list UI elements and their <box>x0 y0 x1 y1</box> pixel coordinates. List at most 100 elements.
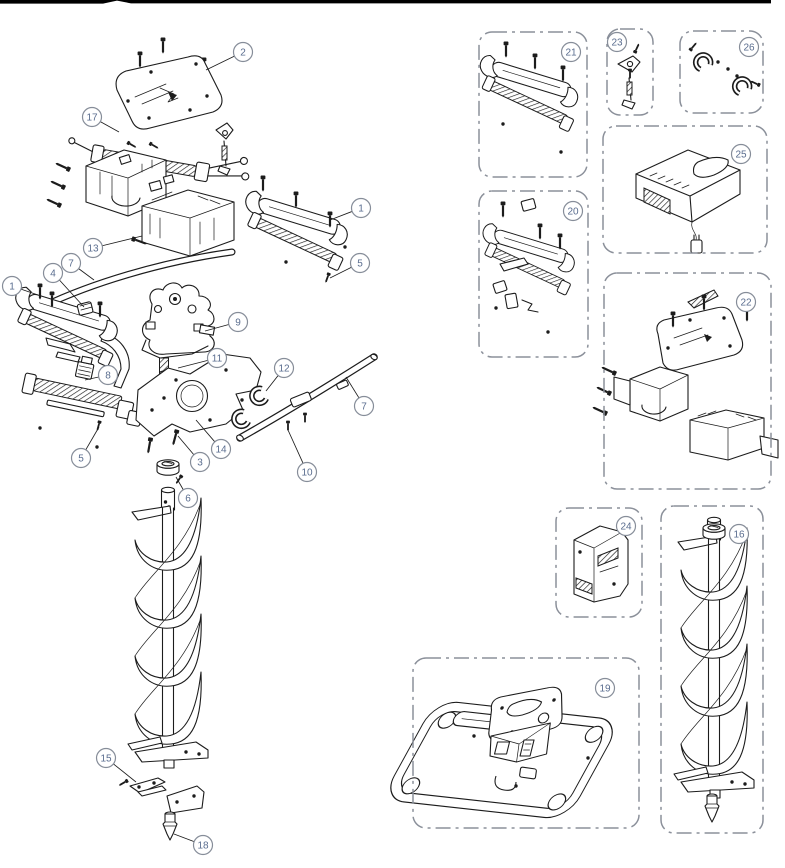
group-box-19 <box>412 657 640 829</box>
callout-circle-8 <box>97 364 119 386</box>
callout-circle-1 <box>350 197 372 219</box>
callout-number-24: 24 <box>620 522 632 533</box>
group-22-housing-assembly <box>591 289 779 461</box>
callout-number-3: 3 <box>197 458 203 469</box>
top-cover-plate-part-2 <box>115 37 223 130</box>
leader-line-15 <box>113 763 137 783</box>
callout-circle-1 <box>1 275 23 297</box>
leader-line-10 <box>287 429 304 464</box>
callout-circle-13 <box>82 237 104 259</box>
callout-circle-10 <box>296 461 318 483</box>
leader-line-13 <box>102 235 143 247</box>
callout-6: 6 <box>175 476 199 509</box>
callout-number-10: 10 <box>301 468 313 479</box>
callout-5: 5 <box>329 252 371 279</box>
callout-number-7: 7 <box>361 402 367 413</box>
housing-upper-half-part-13 <box>45 149 167 217</box>
callout-number-23: 23 <box>611 38 623 49</box>
callout-circle-21 <box>560 41 582 63</box>
group-box-26 <box>679 30 764 114</box>
grip-bend <box>100 333 130 389</box>
switch-part-8 <box>74 355 95 380</box>
callout-number-16: 16 <box>733 530 745 541</box>
blade-guard-plate <box>166 785 205 814</box>
leader-line-4 <box>59 279 85 308</box>
callout-circle-2 <box>232 41 254 63</box>
callout-number-20: 20 <box>567 207 579 218</box>
callout-circle-12 <box>273 357 295 379</box>
callout-number-25: 25 <box>735 150 747 161</box>
callout-15: 15 <box>95 747 137 783</box>
leader-line-17 <box>100 121 120 133</box>
callout-10: 10 <box>287 429 318 483</box>
leader-line-9 <box>204 324 229 332</box>
centering-point-part-18 <box>162 811 178 841</box>
callout-7: 7 <box>60 252 95 281</box>
group-22-right-housing <box>689 409 779 461</box>
callout-number-18: 18 <box>197 841 209 852</box>
callout-number-7: 7 <box>68 259 74 270</box>
callout-number-17: 17 <box>86 113 98 124</box>
auger-bit-main <box>128 487 208 768</box>
callout-circle-17 <box>81 106 103 128</box>
callout-2: 2 <box>205 41 254 71</box>
group-22-left-housing <box>613 366 689 422</box>
callout-number-13: 13 <box>87 244 99 255</box>
callout-3: 3 <box>177 435 211 473</box>
leader-line-2 <box>205 55 235 71</box>
header-bar <box>0 0 771 4</box>
callout-circle-3 <box>189 451 211 473</box>
callout-number-21: 21 <box>565 48 577 59</box>
callout-number-5: 5 <box>78 454 84 465</box>
group-23-latch-kit <box>617 42 641 110</box>
callout-number-1: 1 <box>9 282 15 293</box>
leader-line-14 <box>195 419 216 443</box>
callout-5: 5 <box>70 426 100 469</box>
gearbox-part-9 <box>141 282 216 359</box>
callout-number-2: 2 <box>240 48 246 59</box>
drive-collar-part-6 <box>156 459 184 485</box>
leader-line-6 <box>175 476 184 490</box>
leader-line-7 <box>345 376 360 399</box>
callout-1: 1 <box>329 197 372 221</box>
leader-line-5 <box>85 426 100 450</box>
leader-line-18 <box>173 833 195 843</box>
main-exploded-assembly <box>3 37 378 841</box>
callout-circle-20 <box>562 200 584 222</box>
leader-line-5 <box>329 266 352 279</box>
rail-lower-part-8 <box>21 355 143 427</box>
callout-22: 22 <box>735 291 757 313</box>
callout-number-4: 4 <box>50 269 56 280</box>
callout-circle-4 <box>42 262 64 284</box>
callout-18: 18 <box>173 833 214 856</box>
callout-25: 25 <box>730 143 752 165</box>
callout-8: 8 <box>84 364 119 386</box>
callout-circle-14 <box>210 438 232 460</box>
switch-block-part-4 <box>76 301 94 316</box>
callout-17: 17 <box>81 106 120 133</box>
callout-circle-7 <box>60 252 82 274</box>
callout-7: 7 <box>345 376 375 417</box>
leader-line-11 <box>177 359 208 369</box>
callout-circle-5 <box>349 252 371 274</box>
mounting-plate-part-14 <box>135 353 262 437</box>
callout-21: 21 <box>560 41 582 63</box>
callout-20: 20 <box>562 200 584 222</box>
leader-line-8 <box>84 376 99 381</box>
callout-4: 4 <box>42 262 85 308</box>
leader-line-1 <box>20 288 39 296</box>
callout-number-8: 8 <box>105 371 111 382</box>
callout-circle-22 <box>735 291 757 313</box>
callout-circle-11 <box>206 347 228 369</box>
callout-13: 13 <box>82 235 143 259</box>
callout-number-11: 11 <box>212 354 223 365</box>
callout-number-22: 22 <box>740 298 752 309</box>
leader-line-12 <box>265 375 279 392</box>
group-25-battery <box>635 149 741 254</box>
callout-26: 26 <box>738 36 760 58</box>
charger-plug <box>690 234 703 254</box>
callout-circle-26 <box>738 36 760 58</box>
handlebar-tube-right-part-7 <box>236 353 378 442</box>
